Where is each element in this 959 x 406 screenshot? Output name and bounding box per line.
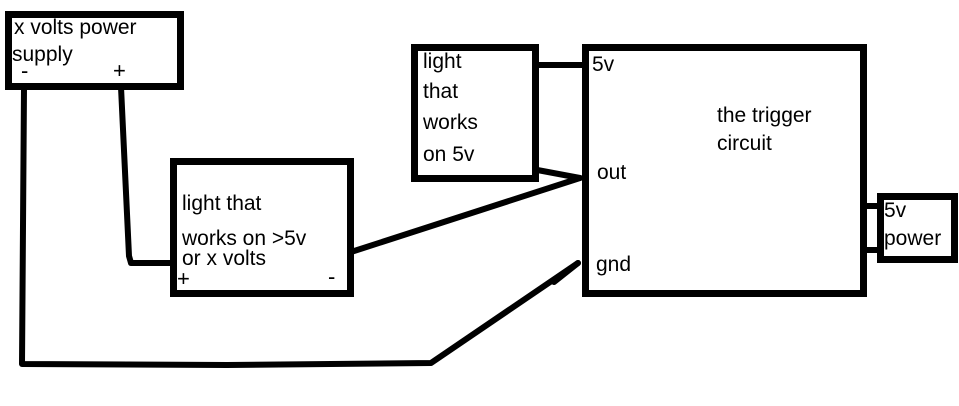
wire-supply-minus-to-gnd: [19, 85, 581, 368]
light-5v-label-line3: works: [423, 111, 478, 134]
light-5v-label-line4: on 5v: [423, 143, 475, 166]
power-supply-plus-terminal: +: [113, 58, 126, 83]
power-supply-label-line2: supply: [12, 43, 73, 66]
wire-lightx-minus-to-out-pin: [348, 175, 583, 255]
power-supply-label-line1: x volts power: [14, 16, 137, 39]
power-supply-minus-terminal: -: [21, 58, 29, 83]
wire-light5v-to-out-pin: [529, 166, 583, 181]
trigger-title-line2: circuit: [717, 132, 772, 155]
power-5v-label-line2: power: [884, 227, 942, 250]
light-x-volts-box: light that works on >5v or x volts + -: [170, 158, 354, 297]
light-5v-label-line2: that: [423, 80, 459, 103]
wire-supply-plus-to-lightx-plus: [118, 84, 175, 266]
power-supply-box: x volts power supply - +: [5, 11, 184, 90]
trigger-title-line1: the trigger: [717, 104, 812, 127]
trigger-out-pin-label: out: [597, 161, 627, 184]
trigger-5v-pin-label: 5v: [592, 53, 615, 76]
light-x-minus-terminal: -: [328, 264, 336, 289]
light-x-plus-terminal: +: [177, 266, 190, 291]
power-5v-box: 5v power: [877, 193, 958, 263]
trigger-circuit-box: 5v the trigger circuit out gnd: [582, 44, 867, 297]
light-x-label-line1: light that: [182, 192, 262, 215]
light-5v-box: light that works on 5v: [411, 44, 539, 182]
power-5v-label-line1: 5v: [884, 199, 907, 222]
wire-gnd-arrow-tick: [551, 260, 581, 285]
light-5v-label-line1: light: [423, 50, 462, 73]
light-x-label-line2: works on >5v: [182, 227, 307, 250]
light-x-label-line3: or x volts: [182, 247, 267, 270]
trigger-gnd-pin-label: gnd: [596, 253, 632, 276]
